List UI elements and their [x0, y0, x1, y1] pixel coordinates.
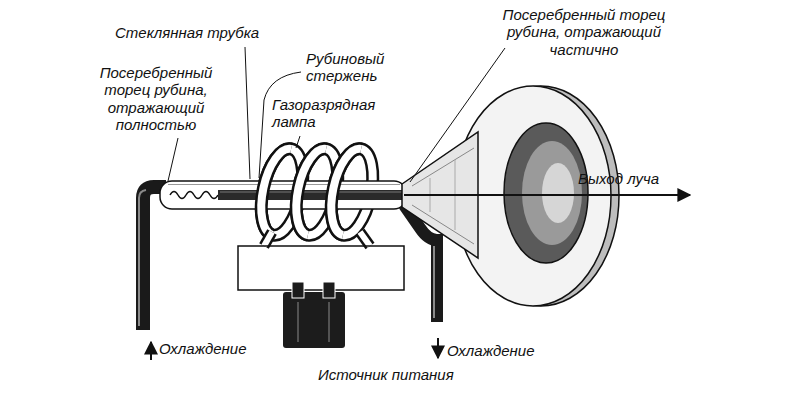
pipe-highlight [433, 246, 435, 318]
label-box: Стеклянная трубка [115, 24, 259, 41]
flow-arrow [437, 338, 439, 358]
source-shading [328, 302, 330, 342]
cone-interior-light [542, 163, 574, 223]
coil-front-fill [289, 145, 326, 235]
leader-line [168, 138, 178, 181]
part-label: Стеклянная трубка [115, 24, 259, 41]
label-box: Источник питания [318, 366, 454, 383]
part-label: Источник питания [318, 366, 454, 383]
lamp-holder [238, 246, 404, 290]
label-box: Охлаждение [159, 340, 247, 357]
lamp-lead [264, 232, 272, 246]
label-box: Посеребренный торец рубина, отражающий п… [92, 64, 220, 133]
cone-hatch [412, 148, 474, 186]
rod-end-mirror [170, 192, 218, 199]
pipe-highlight [139, 190, 146, 326]
label-box: Посеребренный торец рубина, отражающий ч… [495, 6, 673, 58]
tube-highlight [168, 184, 400, 185]
cone-interior [522, 141, 582, 245]
cooling-pipe [143, 187, 166, 330]
flow-arrow [150, 342, 152, 360]
leader-line [245, 47, 250, 179]
lamp-coil-front [289, 145, 326, 235]
power-terminal [292, 282, 304, 298]
label-box: Рубиновый стержень [306, 50, 398, 85]
rod-highlight [220, 192, 402, 193]
beam-label: Выход луча [578, 170, 659, 187]
label-box: Выход луча [578, 170, 659, 187]
lamp-coil-front [324, 145, 361, 235]
lamp-lead-fill [360, 232, 370, 246]
label-box: Охлаждение [447, 342, 535, 359]
cone-hatch [412, 205, 474, 244]
power-source [283, 292, 345, 348]
part-label: Посеребренный торец рубина, отражающий п… [92, 64, 220, 133]
lamp-lead-fill [264, 232, 272, 246]
leader-line [296, 136, 300, 148]
glass-tube [160, 181, 406, 209]
flange-opening [504, 123, 588, 263]
coil-front-fill [324, 145, 361, 235]
coil-front-outline [324, 145, 361, 235]
flow-label: Охлаждение [447, 342, 535, 359]
lamp-lead [360, 232, 370, 246]
part-label: Газоразрядная лампа [272, 96, 396, 131]
source-shading [297, 302, 299, 342]
leader-line [410, 48, 505, 182]
coil-front-outline [289, 145, 326, 235]
part-label: Посеребренный торец рубина, отражающий ч… [495, 6, 673, 58]
label-box: Газоразрядная лампа [272, 96, 396, 131]
ruby-rod [218, 190, 404, 200]
power-terminal [323, 282, 335, 298]
part-label: Рубиновый стержень [306, 50, 398, 85]
laser-beam [404, 194, 690, 196]
flow-label: Охлаждение [159, 340, 247, 357]
